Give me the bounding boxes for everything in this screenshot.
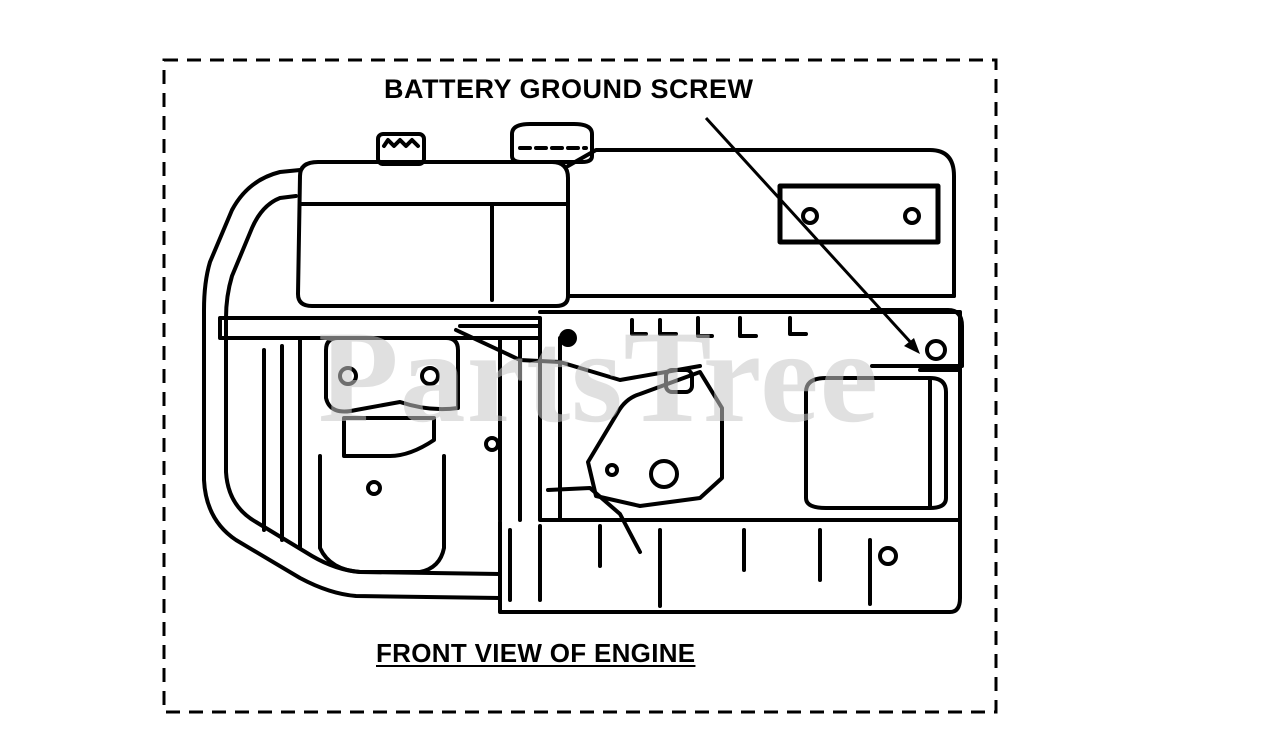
oil-filter xyxy=(804,376,948,510)
fuel-cap xyxy=(376,132,426,166)
dashed-frame xyxy=(162,58,998,714)
ground-screw-boss xyxy=(870,308,964,368)
flange-notches xyxy=(630,316,808,338)
fuel-tank xyxy=(296,160,570,308)
engine-drawing xyxy=(202,122,964,614)
sump-ribs xyxy=(508,524,872,608)
callout-leader-line xyxy=(704,116,916,348)
carburetor-body xyxy=(318,454,446,574)
carburetor-drain xyxy=(366,480,382,496)
governor-link xyxy=(546,486,642,554)
nameplate-screw-right xyxy=(903,207,921,225)
callout-label-battery-ground-screw: BATTERY GROUND SCREW xyxy=(384,74,754,104)
governor-pivot xyxy=(649,459,679,489)
fuel-cap-knurl xyxy=(382,138,420,148)
nameplate-screw-left xyxy=(801,207,819,225)
blower-housing xyxy=(202,168,502,600)
callout-arrowhead xyxy=(904,338,920,354)
blower-housing-inner xyxy=(224,194,502,576)
oil-fill-cap xyxy=(510,122,594,164)
nameplate xyxy=(777,183,941,245)
crankcase xyxy=(458,324,962,522)
crankcase-stud xyxy=(559,329,577,347)
carburetor-bolt-right xyxy=(420,366,440,386)
governor-bracket xyxy=(586,370,724,508)
carburetor-plate xyxy=(324,336,460,414)
carburetor-bowl xyxy=(342,416,436,458)
diagram-caption: FRONT VIEW OF ENGINE xyxy=(376,638,696,668)
governor-rod xyxy=(454,328,702,382)
sump-lower-case xyxy=(498,518,962,614)
engine-block-top xyxy=(566,148,956,298)
governor-hole xyxy=(605,463,619,477)
sump-bolt xyxy=(878,546,898,566)
watermark: PartsTree xyxy=(318,303,880,450)
battery-ground-screw xyxy=(925,339,947,361)
crankcase-hole xyxy=(484,436,500,452)
blower-fins xyxy=(262,338,302,550)
carburetor-bolt-left xyxy=(338,366,358,386)
